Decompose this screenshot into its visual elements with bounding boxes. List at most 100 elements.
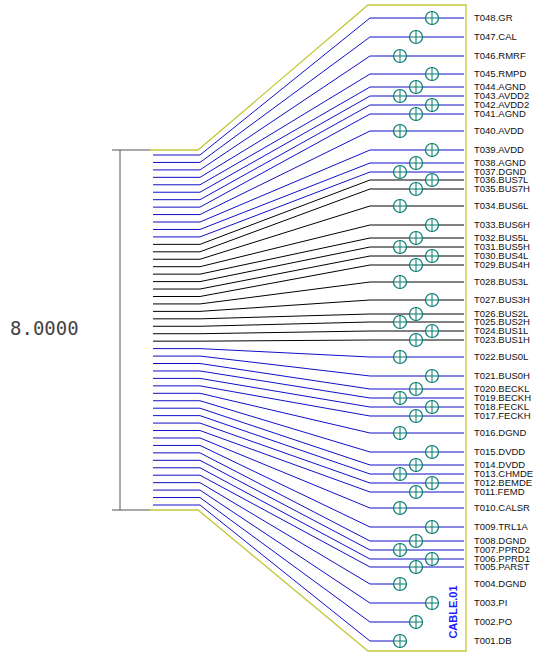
solder-pad (410, 108, 423, 121)
solder-pad (394, 468, 407, 481)
solder-pad (394, 166, 407, 179)
cable-trace (153, 163, 464, 229)
solder-pad (394, 544, 407, 557)
solder-pad (426, 144, 439, 157)
pin-label: T027.BUS3H (474, 295, 530, 305)
solder-pad (394, 392, 407, 405)
pin-label: T048.GR (474, 13, 513, 23)
pin-label: T011.FEMD (474, 487, 525, 497)
pin-label: T003.PI (474, 598, 507, 608)
dimension-line (112, 150, 150, 510)
pin-label: T005.PARST (474, 562, 529, 572)
solder-pad (394, 90, 407, 103)
pin-label: T034.BUS6L (474, 201, 528, 211)
cable-outline (150, 5, 466, 651)
solder-pad (394, 125, 407, 138)
solder-pad (410, 383, 423, 396)
pin-label: T002.PO (474, 617, 512, 627)
solder-pad (426, 219, 439, 232)
pin-label: T047.CAL (474, 32, 517, 42)
pin-label: T041.AGND (474, 109, 526, 119)
solder-pad (410, 157, 423, 170)
solder-pad (426, 401, 439, 414)
pad-group (394, 12, 439, 648)
solder-pad (410, 459, 423, 472)
solder-pad (410, 616, 423, 629)
solder-pad (394, 241, 407, 254)
cable-trace (153, 322, 464, 326)
solder-pad (426, 553, 439, 566)
cable-trace (153, 453, 464, 541)
cable-trace (153, 87, 464, 185)
cable-trace (153, 475, 464, 567)
solder-pad (394, 635, 407, 648)
cable-trace (153, 189, 464, 252)
solder-pad (410, 535, 423, 548)
cable-trace (153, 490, 432, 603)
solder-pad (394, 427, 407, 440)
cable-trace (153, 445, 464, 527)
solder-pad (394, 276, 407, 289)
pin-label: T046.RMRF (474, 51, 526, 61)
cable-trace (153, 172, 464, 237)
solder-pad (410, 410, 423, 423)
cable-trace (153, 468, 464, 559)
pin-label: T004.DGND (474, 579, 526, 589)
pin-label: T009.TRL1A (474, 522, 528, 532)
pin-label: T016.DGND (474, 428, 526, 438)
pin-label: T022.BUS0L (474, 352, 528, 362)
cable-trace (153, 96, 464, 192)
solder-pad (410, 308, 423, 321)
cable-trace (153, 131, 464, 215)
cable-trace (153, 105, 464, 200)
solder-pad (410, 81, 423, 94)
pin-label: T028.BUS3L (474, 277, 528, 287)
cable-trace (153, 498, 416, 622)
pin-label: T017.FECKH (474, 411, 531, 421)
solder-pad (426, 99, 439, 112)
solder-pad (394, 200, 407, 213)
pin-label: T023.BUS1H (474, 335, 530, 345)
pin-label: T015.DVDD (474, 447, 525, 457)
solder-pad (426, 521, 439, 534)
solder-pad (426, 294, 439, 307)
pin-label: T039.AVDD (474, 145, 524, 155)
solder-pad (410, 259, 423, 272)
solder-pad (394, 316, 407, 329)
solder-pad (426, 12, 439, 25)
dimension-value: 8.0000 (10, 317, 79, 339)
solder-pad (410, 561, 423, 574)
solder-pad (394, 578, 407, 591)
cable-trace (153, 282, 464, 304)
cable-trace (153, 56, 464, 170)
solder-pad (394, 50, 407, 63)
solder-pad (426, 370, 439, 383)
solder-pad (410, 334, 423, 347)
cable-trace (153, 356, 464, 376)
cable-trace (153, 505, 400, 641)
solder-pad (394, 351, 407, 364)
pin-label: T035.BUS7H (474, 184, 530, 194)
pin-label: T010.CALSR (474, 503, 530, 513)
cable-trace (153, 378, 464, 407)
pin-label: T045.RMPD (474, 69, 526, 79)
solder-pad (426, 325, 439, 338)
pin-label: T021.BUS0H (474, 371, 530, 381)
solder-pad (426, 446, 439, 459)
cable-trace (153, 371, 464, 398)
pin-label: T040.AVDD (474, 126, 524, 136)
cable-trace (153, 393, 464, 433)
cable-trace (153, 74, 464, 177)
pin-label: T001.DB (474, 636, 512, 646)
cable-trace (153, 18, 464, 155)
solder-pad (394, 502, 407, 515)
solder-pad (410, 486, 423, 499)
solder-pad (426, 597, 439, 610)
cable-name: CABLE.01 (447, 585, 459, 638)
pin-label: T029.BUS4H (474, 260, 530, 270)
solder-pad (426, 250, 439, 263)
solder-pad (410, 232, 423, 245)
solder-pad (426, 68, 439, 81)
solder-pad (426, 477, 439, 490)
